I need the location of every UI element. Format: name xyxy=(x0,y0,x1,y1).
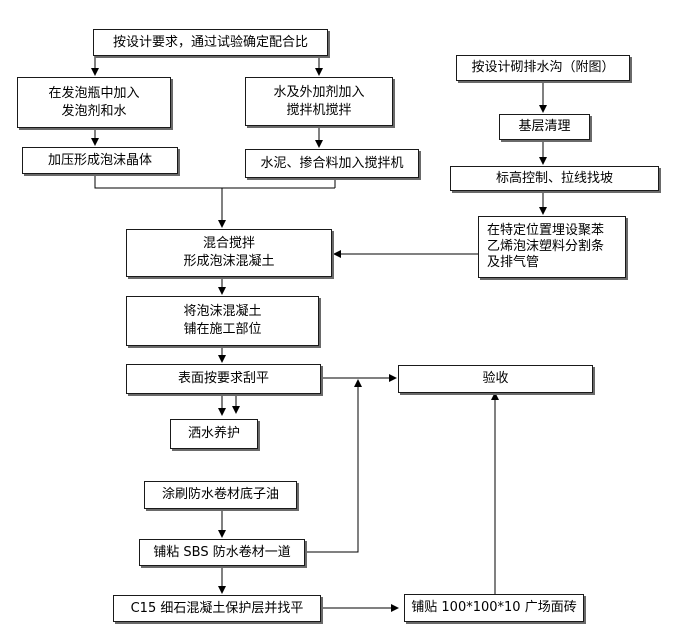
node-water-cure: 洒水养护 xyxy=(170,419,258,449)
node-base-clean-label: 基层清理 xyxy=(518,119,571,134)
node-elevation-slope-label: 标高控制、拉线找坡 xyxy=(495,170,613,186)
arrow-n16-up xyxy=(305,379,362,553)
node-level-surface: 表面按要求刮平 xyxy=(126,364,321,394)
node-eps-strips: 在特定位置埋设聚苯 乙烯泡沫塑料分割条 及排气管 xyxy=(478,216,626,278)
node-mix-foam-concrete-label: 混合搅拌 形成泡沫混凝土 xyxy=(183,236,275,269)
node-drain-ditch: 按设计砌排水沟（附图） xyxy=(456,55,630,81)
node-elevation-slope: 标高控制、拉线找坡 xyxy=(450,166,659,191)
node-foam-crystal: 加压形成泡沫晶体 xyxy=(22,147,178,174)
node-acceptance-label: 验收 xyxy=(482,371,509,386)
node-c15-protection-label: C15 细石混凝土保护层并找平 xyxy=(130,600,304,616)
node-water-cure-label: 洒水养护 xyxy=(187,426,240,441)
line-n4-down xyxy=(94,174,335,189)
node-foam-crystal-label: 加压形成泡沫晶体 xyxy=(47,152,152,168)
node-paving-tiles: 铺贴 100*100*10 广场面砖 xyxy=(404,594,584,622)
node-cement-admixture-label: 水泥、掺合料加入搅拌机 xyxy=(260,155,404,171)
node-mix-foam-concrete: 混合搅拌 形成泡沫混凝土 xyxy=(126,229,332,277)
node-sbs-membrane: 铺粘 SBS 防水卷材一道 xyxy=(139,539,305,566)
node-spread-concrete: 将泡沫混凝土 铺在施工部位 xyxy=(126,296,319,346)
node-sbs-membrane-label: 铺粘 SBS 防水卷材一道 xyxy=(153,544,291,560)
node-mix-ratio-label: 按设计要求，通过试验确定配合比 xyxy=(112,34,308,50)
node-cement-admixture: 水泥、掺合料加入搅拌机 xyxy=(245,149,419,178)
node-additive-mixer: 水及外加剂加入 搅拌机搅拌 xyxy=(245,77,393,126)
node-c15-protection: C15 细石混凝土保护层并找平 xyxy=(113,595,321,622)
node-spread-concrete-label: 将泡沫混凝土 铺在施工部位 xyxy=(183,304,262,337)
node-mix-ratio: 按设计要求，通过试验确定配合比 xyxy=(93,29,328,56)
node-level-surface-label: 表面按要求刮平 xyxy=(177,371,269,386)
node-primer: 涂刷防水卷材底子油 xyxy=(144,481,297,509)
node-base-clean: 基层清理 xyxy=(499,114,590,140)
node-primer-label: 涂刷防水卷材底子油 xyxy=(161,487,279,502)
node-eps-strips-label: 在特定位置埋设聚苯 乙烯泡沫塑料分割条 及排气管 xyxy=(487,223,605,270)
node-additive-mixer-label: 水及外加剂加入 搅拌机搅拌 xyxy=(273,84,365,118)
node-foaming-agent-label: 在发泡瓶中加入 发泡剂和水 xyxy=(48,85,140,119)
node-foaming-agent: 在发泡瓶中加入 发泡剂和水 xyxy=(17,77,171,128)
node-drain-ditch-label: 按设计砌排水沟（附图） xyxy=(471,60,615,75)
node-acceptance: 验收 xyxy=(398,365,593,393)
node-paving-tiles-label: 铺贴 100*100*10 广场面砖 xyxy=(411,600,577,615)
